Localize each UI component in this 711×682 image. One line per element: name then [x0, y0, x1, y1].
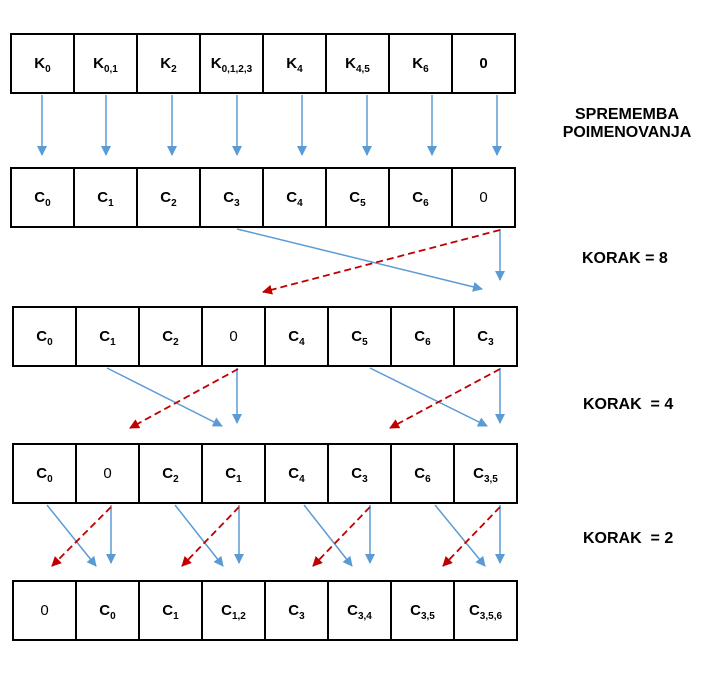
array-cell: C0 — [12, 306, 77, 367]
step4-zero-arrow — [129, 368, 239, 429]
step4-swap-arrow — [106, 367, 223, 427]
step2-swap-arrow — [303, 504, 353, 567]
array-cell: C1,2 — [201, 580, 266, 641]
array-cell: K4 — [262, 33, 327, 94]
array-cell: C4 — [264, 306, 329, 367]
array-cell: K4,5 — [325, 33, 390, 94]
array-cell: C1 — [201, 443, 266, 504]
array-cell: K0,1,2,3 — [199, 33, 264, 94]
array-cell: C2 — [138, 306, 203, 367]
rename-label-line2: POIMENOVANJA — [562, 124, 692, 141]
array-cell: C6 — [388, 167, 453, 228]
array-cell: C5 — [327, 306, 392, 367]
array-cell: C6 — [390, 443, 455, 504]
array-cell: C1 — [138, 580, 203, 641]
array-cell: C3,4 — [327, 580, 392, 641]
step2-swap-arrow — [174, 504, 224, 567]
array-cell: 0 — [75, 443, 140, 504]
array-cell: 0 — [451, 167, 516, 228]
step2-zero-arrow — [442, 506, 501, 567]
step-2-label: KORAK = 2 — [583, 530, 674, 547]
step2-swap-arrow — [46, 504, 97, 567]
array-cell: C2 — [138, 443, 203, 504]
array-cell: K0 — [10, 33, 75, 94]
array-cell: C0 — [10, 167, 75, 228]
array-cell: C3,5 — [453, 443, 518, 504]
step-8-label: KORAK = 8 — [582, 250, 668, 267]
step4-zero-arrow — [389, 368, 501, 429]
array-cell: C3,5 — [390, 580, 455, 641]
step-4-label: KORAK = 4 — [583, 396, 674, 413]
step2-swap-arrow — [434, 504, 486, 567]
array-cell: C3,5,6 — [453, 580, 518, 641]
step8-zero-arrow — [262, 229, 501, 295]
array-cell: 0 — [451, 33, 516, 94]
step4-swap-arrow — [369, 367, 488, 427]
array-cell: C2 — [136, 167, 201, 228]
array-cell: C3 — [453, 306, 518, 367]
step2-zero-arrow — [181, 506, 240, 567]
step2-zero-arrow — [312, 506, 371, 567]
step2-zero-arrow — [51, 506, 112, 567]
rename-label: SPREMEMBA POIMENOVANJA — [552, 106, 702, 142]
step8-swap-arrow — [236, 228, 483, 292]
array-cell: C0 — [75, 580, 140, 641]
rename-label-line1: SPREMEMBA — [574, 106, 679, 123]
array-cell: C1 — [73, 167, 138, 228]
array-cell: C1 — [75, 306, 140, 367]
